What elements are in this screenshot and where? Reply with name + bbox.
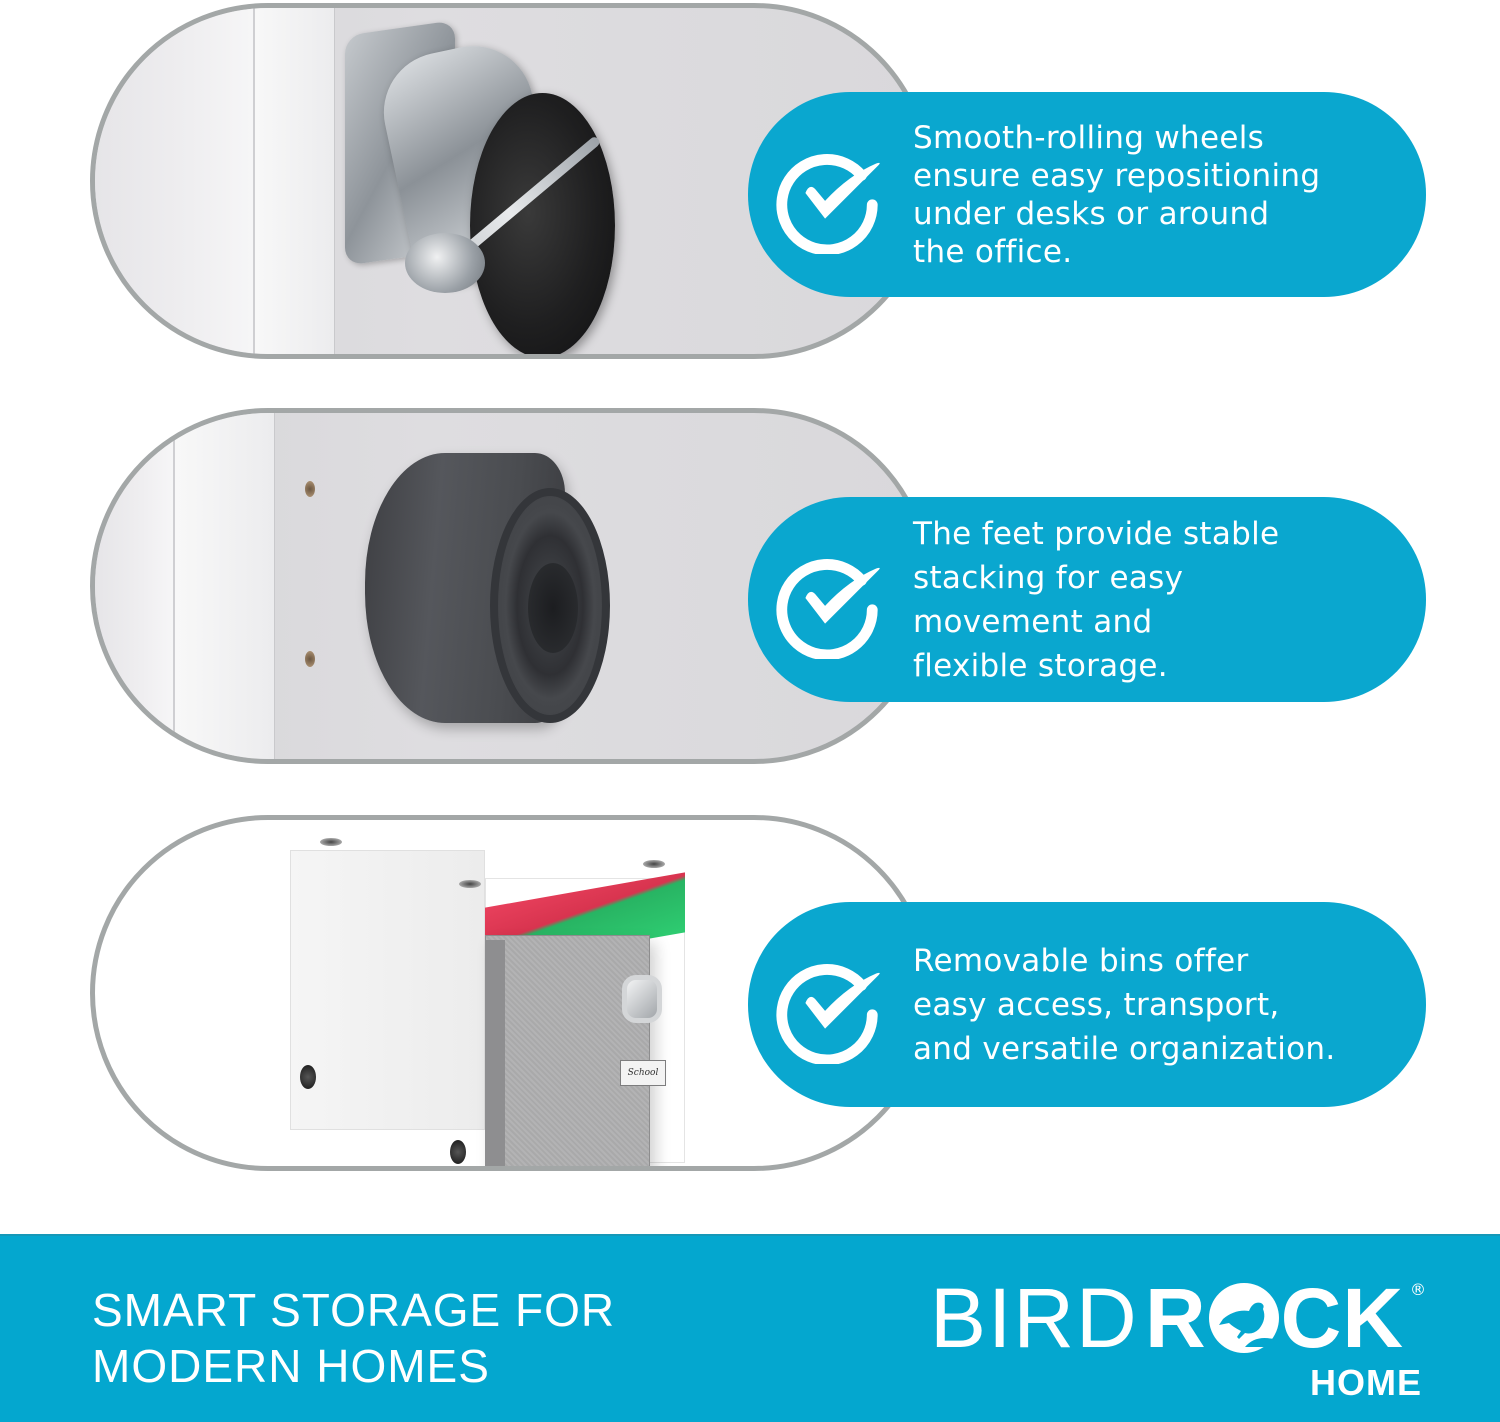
check-circle-icon	[776, 963, 880, 1064]
brand-footer: SMART STORAGE FOR MODERN HOMES BIRD R CK…	[0, 1234, 1500, 1422]
registered-mark: ®	[1410, 1280, 1426, 1299]
logo-text-home: HOME	[1310, 1362, 1422, 1403]
feature-text: Removable bins offer easy access, transp…	[913, 942, 1336, 1067]
feature-text: The feet provide stable stacking for eas…	[913, 515, 1280, 684]
tagline: SMART STORAGE FOR MODERN HOMES	[92, 1284, 616, 1392]
feature-callout-feet: The feet provide stable stacking for eas…	[748, 497, 1426, 702]
feature-row-feet: The feet provide stable stacking for eas…	[0, 405, 1500, 770]
feature-row-wheels: Smooth-rolling wheels ensure easy reposi…	[0, 0, 1500, 360]
feature-callout-bins: Removable bins offer easy access, transp…	[748, 902, 1426, 1107]
photo-file-cabinet: School	[90, 815, 932, 1171]
logo-text-rock: R CK	[1145, 1271, 1404, 1365]
check-circle-icon	[776, 153, 880, 254]
bin-label: School	[620, 1060, 666, 1086]
logo-text-bird: BIRD	[930, 1271, 1139, 1365]
bird-icon	[1208, 1283, 1279, 1353]
brand-logo: BIRD R CK ® HOME	[930, 1276, 1430, 1406]
photo-stacking-foot	[90, 408, 932, 764]
feature-row-bins: School Removable bins offer easy access,…	[0, 812, 1500, 1177]
feature-text: Smooth-rolling wheels ensure easy reposi…	[913, 119, 1321, 270]
feature-callout-wheels: Smooth-rolling wheels ensure easy reposi…	[748, 92, 1426, 297]
bin-handle	[622, 975, 662, 1023]
check-circle-icon	[776, 558, 880, 659]
